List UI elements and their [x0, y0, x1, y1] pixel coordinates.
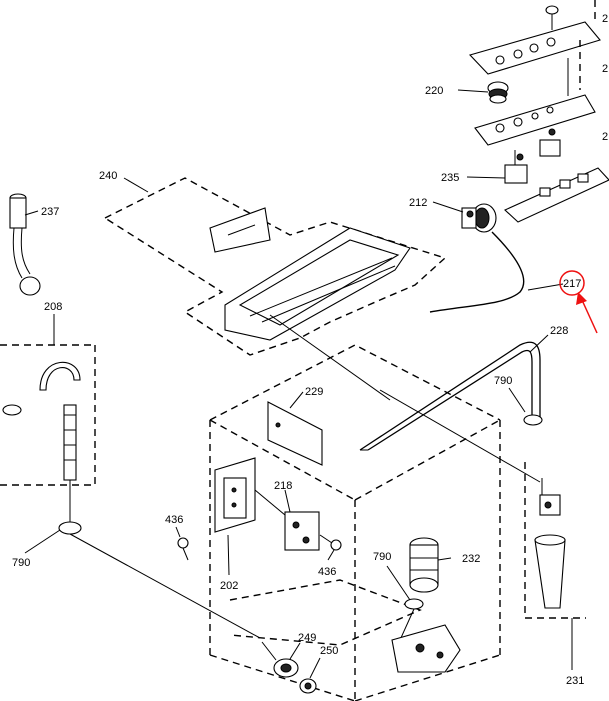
- callout-436-right: 436: [318, 566, 336, 578]
- screw-436-right: [319, 534, 342, 551]
- overflow-tube-228: [359, 341, 541, 451]
- hose-237: [9, 193, 41, 296]
- highlight-arrow: [581, 299, 598, 334]
- clamp-790-center: [399, 598, 424, 641]
- bushing-250: [299, 678, 317, 694]
- callout-218: 218: [274, 480, 292, 492]
- callout-202: 202: [220, 580, 238, 592]
- cabinet-outline: [209, 344, 501, 701]
- callout-231: 231: [566, 675, 584, 687]
- callout-partial-mid: 2: [602, 63, 608, 75]
- callout-212: 212: [409, 197, 427, 209]
- hose-assembly-208: [0, 344, 96, 486]
- lid-switch-218: [254, 489, 320, 551]
- top-plate: [468, 0, 601, 75]
- callout-232: 232: [462, 553, 480, 565]
- callout-217: 217: [563, 278, 581, 290]
- leader-line-hose: [69, 533, 261, 639]
- highlight-circle: [559, 270, 585, 296]
- callout-250: 250: [320, 645, 338, 657]
- pump-232: [409, 537, 439, 593]
- callout-partial-low: 2: [602, 131, 608, 143]
- tub-cover-240: [104, 177, 447, 401]
- drain-assembly-231: [524, 462, 586, 619]
- callout-790-left: 790: [12, 557, 30, 569]
- callout-436-left: 436: [165, 514, 183, 526]
- motor-area: [391, 624, 461, 673]
- highlighted-callout-217: 217: [559, 270, 598, 334]
- pressure-switch-212: [461, 203, 497, 233]
- switch-235: [504, 128, 561, 184]
- screw-436-left: [177, 537, 189, 561]
- callout-240: 240: [99, 170, 117, 182]
- callout-237: 237: [41, 206, 59, 218]
- bushing-249: [261, 641, 299, 678]
- callout-208: 208: [44, 301, 62, 313]
- lower-panel: [504, 167, 609, 223]
- clamp-790-left: [58, 480, 82, 535]
- callout-partial-top: 2: [602, 13, 608, 25]
- clamp-790-right: [523, 414, 543, 426]
- callout-229: 229: [305, 386, 323, 398]
- leader-lines: [24, 89, 573, 679]
- callout-220: 220: [425, 85, 443, 97]
- leader-line-tube: [379, 389, 541, 483]
- pressure-hose-217: [429, 231, 525, 313]
- callout-235: 235: [441, 172, 459, 184]
- plate-202: [214, 457, 256, 533]
- callout-249: 249: [298, 632, 316, 644]
- bracket-229: [267, 401, 323, 466]
- bracket-plate: [474, 40, 596, 146]
- callout-790-right: 790: [494, 375, 512, 387]
- callout-790-center: 790: [373, 551, 391, 563]
- arrow-head-icon: [576, 292, 587, 305]
- knob-220: [487, 81, 509, 104]
- callout-228: 228: [550, 325, 568, 337]
